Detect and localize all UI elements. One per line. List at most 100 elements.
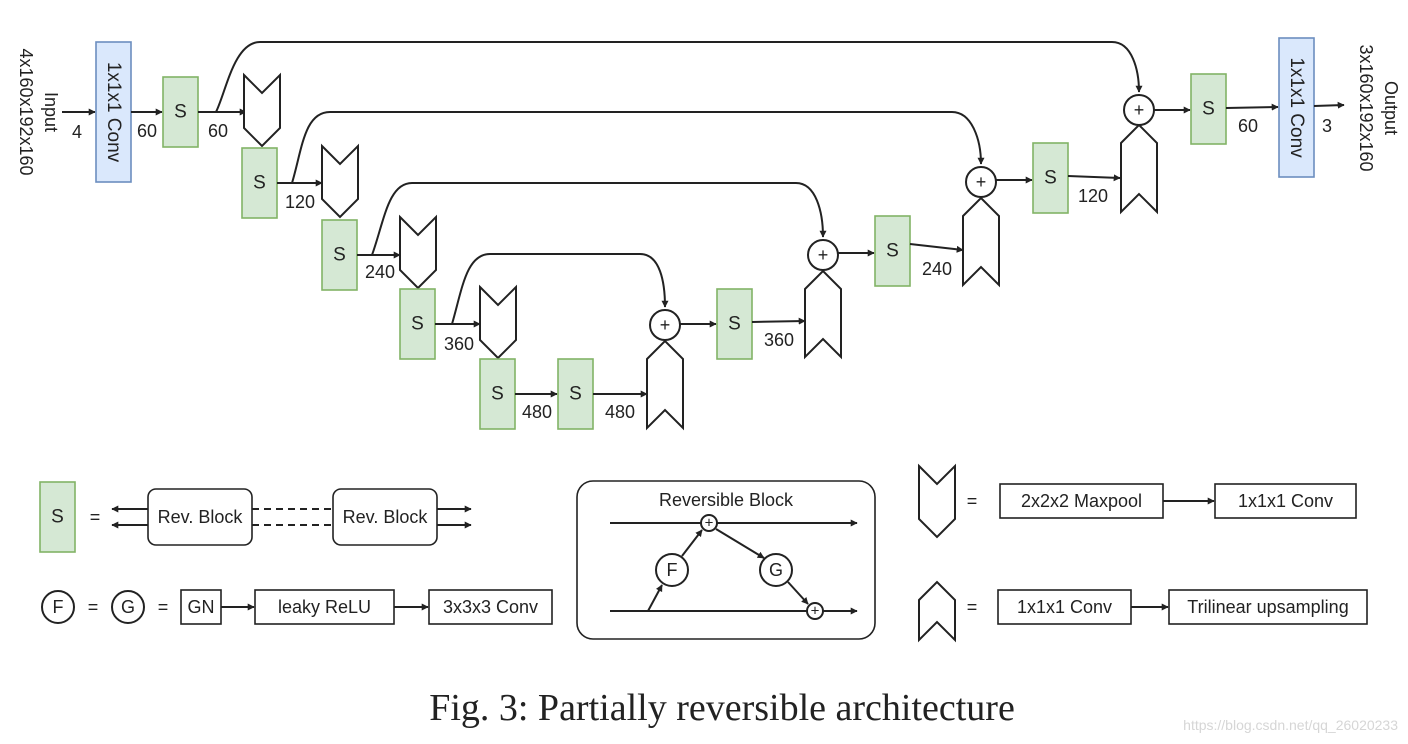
s-label: S — [569, 384, 582, 405]
legend-f-node — [41, 590, 75, 624]
input-dims: 4x160x192x160 — [16, 48, 36, 175]
s-block-dec1 — [1032, 142, 1069, 214]
arrow-s-up1 — [909, 243, 964, 253]
conv-out-label: 1x1x1 Conv — [1286, 57, 1307, 158]
s-label: S — [174, 102, 187, 123]
skip-connection-1 — [291, 111, 985, 184]
s-label: S — [253, 173, 266, 194]
output-label: Output — [1381, 81, 1401, 135]
s-label: S — [1044, 168, 1057, 189]
rev-arrow-plus-g — [715, 528, 765, 559]
s-block-dec2 — [874, 215, 911, 287]
legend-conv333-label: 3x3x3 Conv — [443, 597, 538, 617]
output-arrow — [1313, 101, 1345, 109]
plus-label: + — [1134, 100, 1145, 120]
s-label: S — [411, 314, 424, 335]
conv-out-box — [1278, 37, 1315, 178]
legend-rev-block-label: Rev. Block — [158, 507, 244, 527]
legend-equals: = — [967, 491, 978, 511]
rev-g-node — [759, 553, 793, 587]
s-label: S — [728, 314, 741, 335]
watermark: https://blog.csdn.net/qq_26020233 — [1183, 717, 1398, 733]
channel-out: 3 — [1322, 116, 1332, 136]
rev-f-label: F — [667, 560, 678, 580]
s-block-enc1 — [241, 147, 278, 219]
legend-rev-block-1 — [147, 488, 253, 546]
legend-rev-block-2 — [332, 488, 438, 546]
legend-equals: = — [88, 597, 99, 617]
skip-connection-2 — [371, 182, 827, 256]
channel-in: 4 — [72, 122, 82, 142]
legend-trilinear-box — [1168, 589, 1368, 625]
channel-360a: 360 — [444, 334, 474, 354]
channel-120b: 120 — [1078, 186, 1108, 206]
legend-g-node — [111, 590, 145, 624]
rev-top-plus — [700, 514, 718, 532]
channel-120a: 120 — [285, 192, 315, 212]
plus-label: + — [976, 172, 987, 192]
channel-60b: 60 — [208, 121, 228, 141]
maxpool-down1 — [321, 143, 359, 219]
s-label: S — [491, 384, 504, 405]
legend-upsample-shape — [918, 580, 956, 643]
channel-480b: 480 — [605, 402, 635, 422]
skip-connection-3 — [451, 253, 669, 325]
plus-node-1 — [965, 166, 997, 198]
upsample-up2 — [804, 269, 842, 360]
legend-reversible-block-title: Reversible Block — [659, 490, 794, 510]
legend-conv111-box-a — [1214, 483, 1357, 519]
arrow-s-up0 — [1067, 174, 1121, 182]
channel-240a: 240 — [365, 262, 395, 282]
skip-connection-0 — [215, 41, 1143, 113]
maxpool-down0 — [243, 72, 281, 148]
rev-arrow-g-plus — [787, 581, 809, 605]
legend-conv111-label: 1x1x1 Conv — [1017, 597, 1112, 617]
s-block-bottom0 — [479, 358, 516, 430]
channel-360b: 360 — [764, 330, 794, 350]
legend-s-label: S — [51, 507, 64, 528]
plus-label: + — [705, 515, 714, 532]
legend-s-block — [39, 481, 76, 553]
s-block-dec3 — [716, 288, 753, 360]
rev-arrow-f-plus — [681, 529, 703, 557]
legend-rev-block-label: Rev. Block — [343, 507, 429, 527]
rev-g-label: G — [769, 560, 783, 580]
s-label: S — [1202, 99, 1215, 120]
s-block-enc2 — [321, 219, 358, 291]
legend-relu-label: leaky ReLU — [278, 597, 371, 617]
legend-equals: = — [967, 597, 978, 617]
rev-bottom-plus — [806, 602, 824, 620]
s-label: S — [333, 245, 346, 266]
legend-g-label: G — [121, 597, 135, 617]
channel-240b: 240 — [922, 259, 952, 279]
plus-label: + — [811, 603, 820, 620]
maxpool-down3 — [479, 284, 517, 360]
plus-label: + — [818, 245, 829, 265]
s-label: S — [886, 241, 899, 262]
channel-480a: 480 — [522, 402, 552, 422]
maxpool-down2 — [399, 214, 437, 290]
rev-arrow-in-f — [647, 584, 663, 612]
legend-conv333-box — [428, 589, 553, 625]
figure-caption: Fig. 3: Partially reversible architectur… — [429, 687, 1015, 729]
legend-conv111-box-b — [997, 589, 1132, 625]
legend-reversible-block-panel — [576, 480, 876, 640]
upsample-up0 — [1120, 123, 1158, 215]
legend-f-label: F — [53, 597, 64, 617]
plus-label: + — [660, 315, 671, 335]
upsample-up1 — [962, 196, 1000, 288]
s-block-dec0 — [1190, 73, 1227, 145]
upsample-up3 — [646, 339, 684, 431]
rev-f-node — [655, 553, 689, 587]
legend-gn-label: GN — [188, 597, 215, 617]
legend-maxpool-label: 2x2x2 Maxpool — [1021, 491, 1142, 511]
output-dims: 3x160x192x160 — [1356, 44, 1376, 171]
plus-node-2 — [807, 239, 839, 271]
channel-60a: 60 — [137, 121, 157, 141]
legend-equals: = — [90, 507, 101, 527]
legend-trilinear-label: Trilinear upsampling — [1187, 597, 1348, 617]
arrow-s-conv-out — [1225, 103, 1279, 111]
legend-equals: = — [158, 597, 169, 617]
channel-60c: 60 — [1238, 116, 1258, 136]
